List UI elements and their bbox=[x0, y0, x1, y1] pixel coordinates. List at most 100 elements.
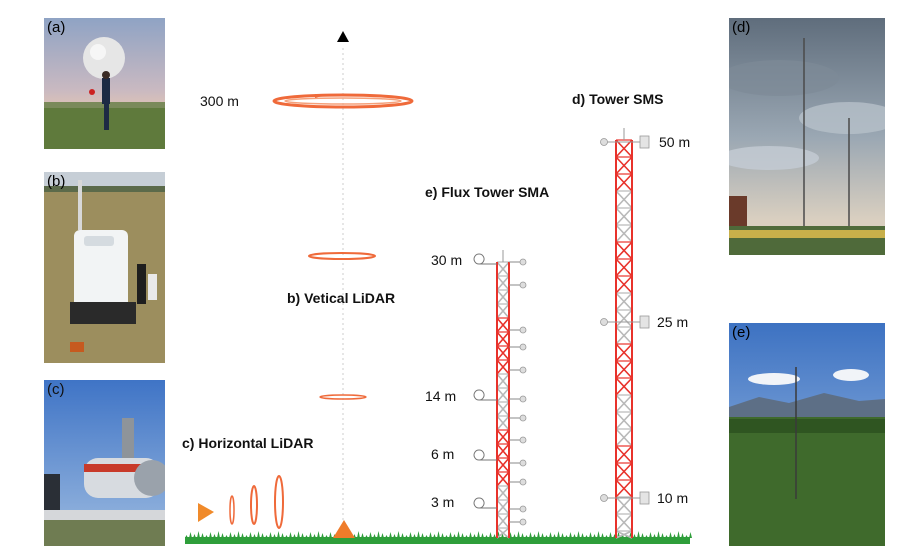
photo-b-vertical-lidar: (b) bbox=[44, 172, 165, 363]
horizontal-ring-1 bbox=[229, 495, 235, 525]
photo-d-tower-sms: (d) bbox=[729, 18, 885, 255]
sms-brace bbox=[615, 394, 633, 413]
flux-brace bbox=[496, 261, 510, 277]
flux-brace bbox=[496, 303, 510, 319]
sms-left-sensor-icon bbox=[600, 494, 608, 502]
sms-brace bbox=[615, 360, 633, 379]
photo-c-label: (c) bbox=[47, 381, 65, 398]
flux-right-sensor-icon bbox=[519, 414, 527, 422]
flux-right-sensor-icon bbox=[519, 459, 527, 467]
sms-brace bbox=[615, 139, 633, 158]
sms-brace bbox=[615, 445, 633, 464]
scan-ring-low bbox=[319, 394, 367, 400]
sms-level-10m: 10 m bbox=[657, 490, 688, 506]
sms-brace bbox=[615, 462, 633, 481]
horizontal-lidar-icon bbox=[198, 503, 214, 522]
flux-brace bbox=[496, 471, 510, 487]
flux-tower-title: e) Flux Tower SMA bbox=[425, 184, 549, 200]
flux-anemometer-icon bbox=[473, 389, 497, 401]
flux-brace bbox=[496, 359, 510, 375]
sms-brace bbox=[615, 207, 633, 226]
sms-brace bbox=[615, 496, 633, 515]
sms-right-sensor-icon bbox=[639, 135, 650, 149]
rotation-arrow-icon bbox=[315, 94, 322, 98]
vertical-lidar-icon bbox=[333, 520, 355, 538]
tower-sms bbox=[600, 128, 650, 539]
sms-brace bbox=[615, 530, 633, 539]
flux-brace bbox=[496, 457, 510, 473]
scan-ring-300m bbox=[272, 93, 414, 109]
sms-brace bbox=[615, 411, 633, 430]
sms-right-sensor-icon bbox=[639, 491, 650, 505]
tower-sms-title: d) Tower SMS bbox=[572, 91, 664, 107]
sms-brace bbox=[615, 343, 633, 362]
sms-brace bbox=[615, 513, 633, 532]
flux-brace bbox=[496, 485, 510, 501]
flux-brace bbox=[496, 499, 510, 515]
horizontal-ring-3 bbox=[274, 475, 284, 529]
sms-brace bbox=[615, 156, 633, 175]
flux-level-30m: 30 m bbox=[431, 252, 462, 268]
flux-level-6m: 6 m bbox=[431, 446, 454, 462]
flux-brace bbox=[496, 401, 510, 417]
flux-right-sensor-icon bbox=[519, 395, 527, 403]
photo-b-label: (b) bbox=[47, 173, 66, 190]
sms-brace bbox=[615, 190, 633, 209]
flux-anemometer-icon bbox=[473, 497, 497, 509]
horizontal-lidar-title: c) Horizontal LiDAR bbox=[182, 435, 313, 451]
sms-left-sensor-icon bbox=[600, 138, 608, 146]
sms-brace bbox=[615, 173, 633, 192]
flux-tower-sma bbox=[473, 250, 527, 539]
sms-level-50m: 50 m bbox=[659, 134, 690, 150]
sms-brace bbox=[615, 309, 633, 328]
sms-brace bbox=[615, 241, 633, 260]
flux-brace bbox=[496, 373, 510, 389]
flux-right-sensor-icon bbox=[519, 518, 527, 526]
vertical-lidar-photo-image bbox=[44, 172, 165, 363]
flux-tower-photo-image bbox=[729, 323, 885, 546]
flux-brace bbox=[496, 317, 510, 333]
flux-brace bbox=[496, 275, 510, 291]
flux-brace bbox=[496, 429, 510, 445]
scan-ring-300m-inner bbox=[284, 97, 402, 105]
flux-level-3m: 3 m bbox=[431, 494, 454, 510]
flux-brace bbox=[496, 443, 510, 459]
flux-right-sensor-icon bbox=[519, 281, 527, 289]
beam-arrow-up-icon bbox=[337, 31, 349, 42]
sms-brace bbox=[615, 479, 633, 498]
photo-e-flux-tower-sma: (e) bbox=[729, 323, 885, 546]
sms-left-sensor-icon bbox=[600, 318, 608, 326]
sms-right-sensor-icon bbox=[639, 315, 650, 329]
tower-sms-photo-image bbox=[729, 18, 885, 255]
photo-e-label: (e) bbox=[732, 324, 751, 341]
balloon-photo-image bbox=[44, 18, 165, 149]
sms-brace bbox=[615, 428, 633, 447]
flux-level-14m: 14 m bbox=[425, 388, 456, 404]
flux-right-sensor-icon bbox=[519, 436, 527, 444]
flux-right-sensor-icon bbox=[519, 366, 527, 374]
sms-brace bbox=[615, 326, 633, 345]
sms-brace bbox=[615, 275, 633, 294]
flux-brace bbox=[496, 527, 510, 539]
flux-right-sensor-icon bbox=[519, 343, 527, 351]
flux-brace bbox=[496, 289, 510, 305]
flux-brace bbox=[496, 331, 510, 347]
flux-right-sensor-icon bbox=[519, 478, 527, 486]
flux-right-sensor-icon bbox=[519, 326, 527, 334]
flux-brace bbox=[496, 513, 510, 529]
ground-grass bbox=[185, 531, 692, 544]
photo-d-label: (d) bbox=[732, 19, 751, 36]
sms-brace bbox=[615, 292, 633, 311]
sms-level-25m: 25 m bbox=[657, 314, 688, 330]
horizontal-lidar-photo-image bbox=[44, 380, 165, 546]
photo-c-horizontal-lidar: (c) bbox=[44, 380, 165, 546]
flux-anemometer-icon bbox=[473, 253, 497, 265]
flux-right-sensor-icon bbox=[519, 258, 527, 266]
height-label-300m: 300 m bbox=[200, 93, 239, 109]
scan-ring-mid bbox=[308, 252, 376, 260]
flux-brace bbox=[496, 415, 510, 431]
sms-brace bbox=[615, 224, 633, 243]
flux-brace bbox=[496, 345, 510, 361]
horizontal-ring-2 bbox=[250, 485, 258, 525]
vertical-lidar-title: b) Vetical LiDAR bbox=[287, 290, 395, 306]
